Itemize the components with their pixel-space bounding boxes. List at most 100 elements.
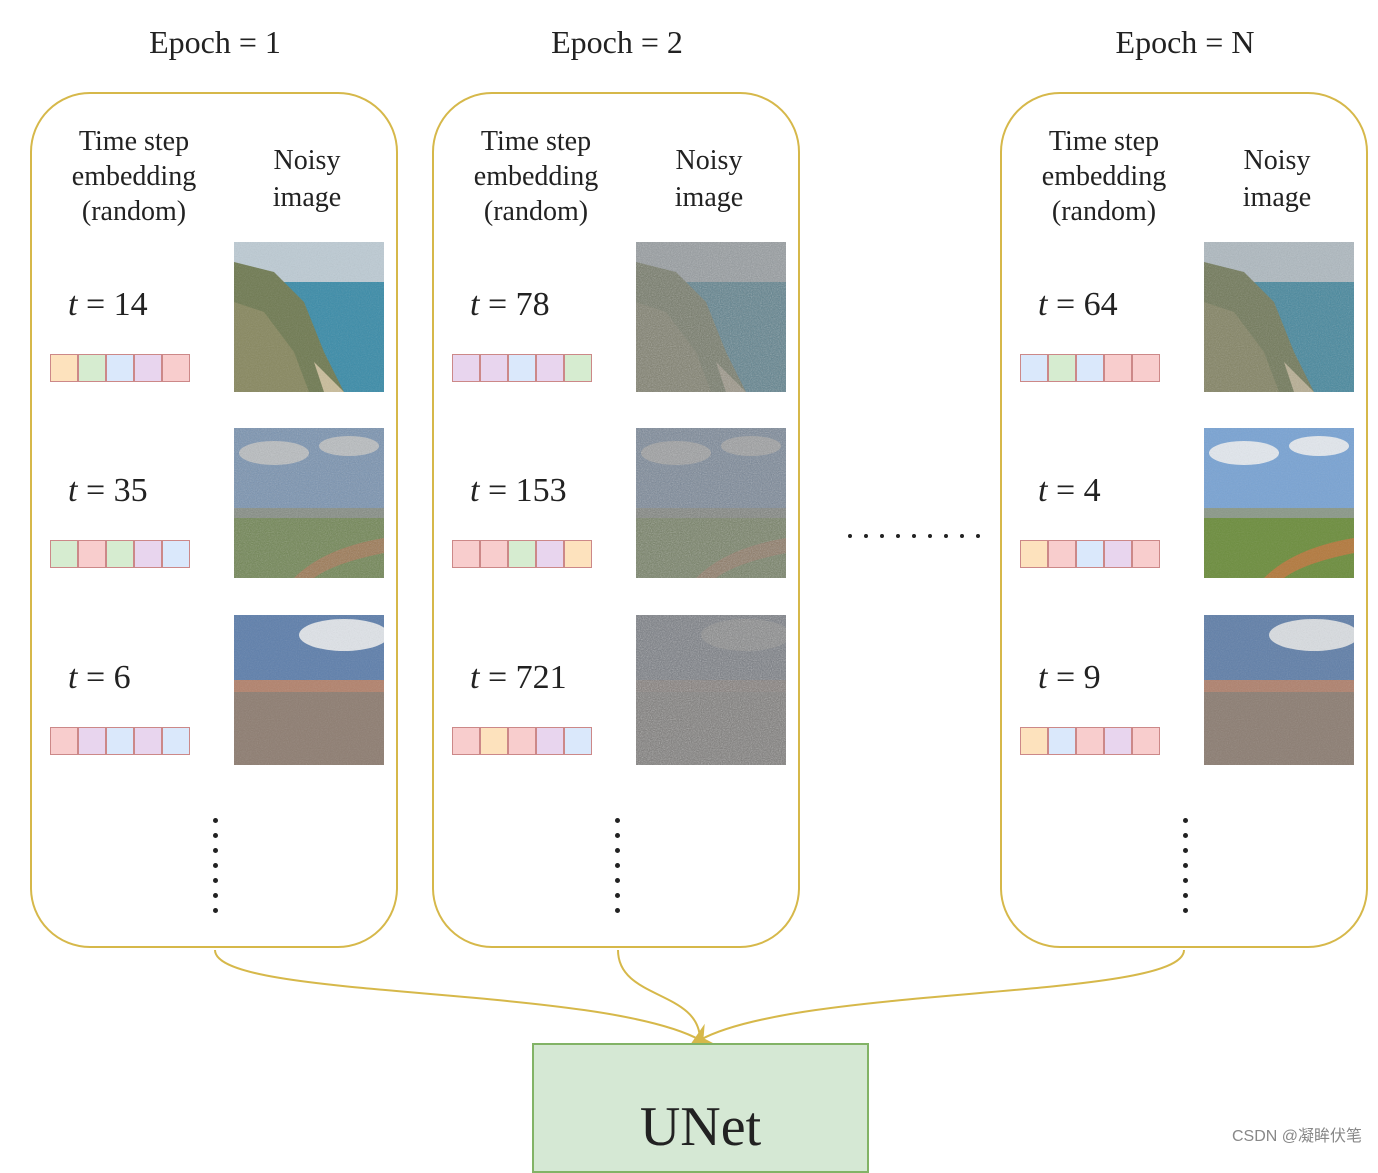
embedding-cell [480,727,508,755]
embedding-cell [508,354,536,382]
embedding-cell [78,354,106,382]
noisy-image [636,428,786,578]
epoch-title: Epoch = 2 [551,24,683,60]
embedding-cell [134,354,162,382]
embedding-vector [452,727,592,755]
embedding-cell [536,727,564,755]
timestep-label: t = 78 [470,286,550,324]
timestep-variable: t [1038,286,1048,323]
noisy-image [1204,615,1354,765]
timestep-value: = 6 [77,659,131,696]
embedding-cell [1048,727,1076,755]
timestep-variable: t [68,472,78,509]
header-line: embedding [1041,161,1167,192]
watermark: CSDN @凝眸伏笔 [1231,1128,1362,1145]
embedding-cell [480,354,508,382]
header-line: embedding [71,161,197,192]
noisy-image [1204,242,1354,392]
embedding-cell [106,727,134,755]
embedding-cell [50,727,78,755]
embedding-cell [564,540,592,568]
timestep-label: t = 9 [1038,659,1101,697]
header-line: image [272,182,342,213]
unet-box: UNet [532,1043,869,1173]
embedding-cell [1104,354,1132,382]
timestep-label: t = 64 [1038,286,1118,324]
timestep-value: = 35 [77,472,148,509]
noisy-image [636,242,786,392]
embedding-cell [50,354,78,382]
timestep-variable: t [68,286,78,323]
header-line: (random) [81,196,187,227]
connector-epoch-1 [214,949,701,1041]
embedding-cell [452,727,480,755]
header-line: (random) [1051,196,1157,227]
connector-epoch-2 [617,949,701,1041]
timestep-variable: t [470,286,480,323]
embedding-cell [78,727,106,755]
embedding-vector [1020,727,1160,755]
vertical-ellipsis [612,818,622,918]
embedding-cell [1076,354,1104,382]
embedding-vector [50,727,190,755]
embedding-cell [1076,727,1104,755]
timestep-label: t = 721 [470,659,567,697]
embedding-cell [1048,540,1076,568]
timestep-value: = 14 [77,286,148,323]
header-line: Time step [480,126,592,157]
embedding-cell [134,727,162,755]
embedding-cell [452,540,480,568]
connector-epoch-n [689,949,1185,1046]
timestep-variable: t [1038,472,1048,509]
image-column-header: Noisy image [644,142,774,216]
embedding-cell [1132,540,1160,568]
embedding-vector [452,354,592,382]
embedding-cell [50,540,78,568]
timestep-label: t = 35 [68,472,148,510]
header-line: image [1242,182,1312,213]
timestep-value: = 78 [479,286,550,323]
unet-label: UNet [639,1096,762,1158]
embedding-cell [564,354,592,382]
epoch-title: Epoch = 1 [149,24,281,60]
embedding-cell [508,727,536,755]
embedding-cell [1020,727,1048,755]
timestep-value: = 153 [479,472,567,509]
header-line: (random) [483,196,589,227]
noisy-image [234,242,384,392]
embedding-cell [106,354,134,382]
timestep-variable: t [470,659,480,696]
embedding-cell [1104,727,1132,755]
embedding-vector [452,540,592,568]
embedding-cell [508,540,536,568]
header-line: Noisy [675,145,743,176]
timestep-label: t = 14 [68,286,148,324]
embedding-cell [162,354,190,382]
timestep-variable: t [1038,659,1048,696]
image-column-header: Noisy image [1212,142,1342,216]
vertical-ellipsis [210,818,220,918]
timestep-value: = 4 [1047,472,1101,509]
embedding-cell [1020,354,1048,382]
embedding-cell [78,540,106,568]
embedding-cell [1132,727,1160,755]
embedding-cell [134,540,162,568]
timestep-variable: t [470,472,480,509]
header-line: image [674,182,744,213]
timestep-label: t = 153 [470,472,567,510]
horizontal-ellipsis [848,534,992,538]
header-line: Noisy [1243,145,1311,176]
timestep-label: t = 6 [68,659,131,697]
timestep-value: = 9 [1047,659,1101,696]
noisy-image [636,615,786,765]
timestep-value: = 64 [1047,286,1118,323]
embedding-cell [536,540,564,568]
